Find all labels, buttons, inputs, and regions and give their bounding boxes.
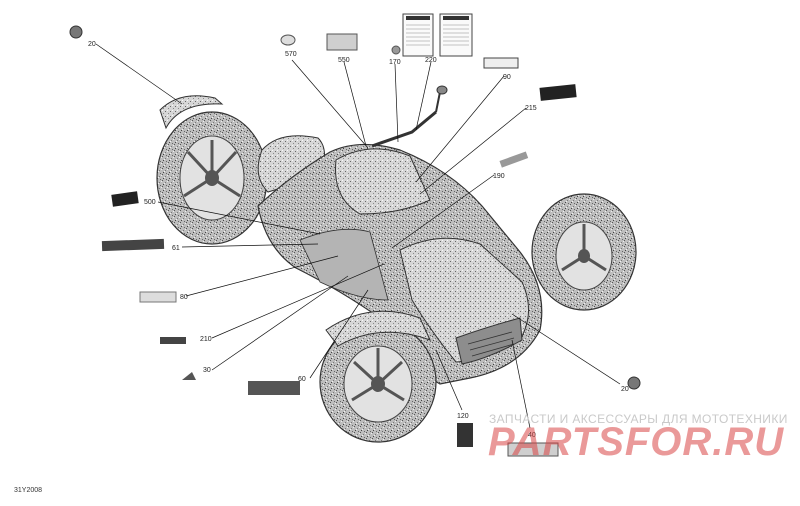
decal-210 xyxy=(160,337,186,344)
callout-550: 550 xyxy=(338,57,350,64)
callout-570: 570 xyxy=(285,51,297,58)
callout-80: 80 xyxy=(180,294,188,301)
decal-570 xyxy=(280,34,296,46)
callout-60: 60 xyxy=(298,376,306,383)
callout-labels: 20 570 550 170 220 90 215 190 500 61 80 … xyxy=(88,41,629,439)
decal-90 xyxy=(483,57,519,69)
callout-40: 40 xyxy=(528,432,536,439)
brand-logo-decal-top xyxy=(69,25,83,39)
decal-500 xyxy=(111,191,139,207)
figure-code: 31Y2008 xyxy=(14,487,43,494)
decal-220-right xyxy=(439,13,473,57)
vehicle-illustration xyxy=(156,85,637,443)
brand-logo-decal-bottom xyxy=(627,376,641,390)
leader-lines xyxy=(95,43,621,429)
decal-30 xyxy=(182,372,196,380)
decal-215 xyxy=(539,84,577,101)
callout-190: 190 xyxy=(493,173,505,180)
decal-120 xyxy=(457,423,473,447)
callout-500: 500 xyxy=(144,199,156,206)
callout-61: 61 xyxy=(172,245,180,252)
decal-61 xyxy=(101,238,165,252)
callout-20-bottom: 20 xyxy=(621,386,629,393)
decal-170 xyxy=(391,45,401,55)
decal-550 xyxy=(326,33,358,51)
callout-90: 90 xyxy=(503,74,511,81)
decal-thumbnails xyxy=(69,13,641,457)
callout-220: 220 xyxy=(425,57,437,64)
decal-40-set xyxy=(507,442,559,457)
callout-120: 120 xyxy=(457,413,469,420)
decal-220-left xyxy=(402,13,434,57)
callout-215: 215 xyxy=(525,105,537,112)
callout-30: 30 xyxy=(203,367,211,374)
decal-80 xyxy=(139,291,177,303)
watermark-tagline: ЗАПЧАСТИ И АКСЕССУАРЫ ДЛЯ МОТОТЕХНИКИ xyxy=(489,412,788,426)
decal-190 xyxy=(499,151,529,168)
decal-60 xyxy=(248,381,300,395)
watermark-logo: PARTSFOR.RU xyxy=(488,420,785,464)
callout-170: 170 xyxy=(389,59,401,66)
callout-20-top: 20 xyxy=(88,41,96,48)
callout-210: 210 xyxy=(200,336,212,343)
